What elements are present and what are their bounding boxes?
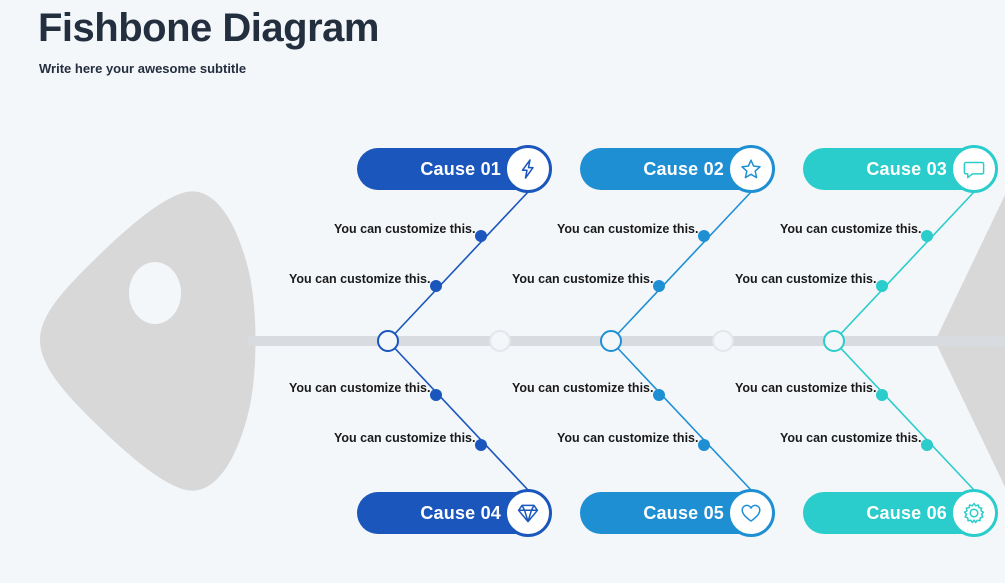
star-icon[interactable]: [727, 145, 775, 193]
gear-icon[interactable]: [950, 489, 998, 537]
branch-dot: [921, 230, 933, 242]
pill-label-cause-01: Cause 01: [420, 158, 501, 179]
sublabel-cause-05-1: You can customize this.: [512, 381, 654, 395]
spine-node-2[interactable]: [600, 330, 622, 352]
branch-dot: [698, 439, 710, 451]
pill-cause-05[interactable]: Cause 05: [580, 489, 775, 537]
pill-cause-01[interactable]: Cause 01: [357, 145, 552, 193]
pill-cause-04[interactable]: Cause 04: [357, 489, 552, 537]
heart-icon[interactable]: [727, 489, 775, 537]
branch-lines-group: [387, 191, 975, 491]
branch-dot: [475, 230, 487, 242]
sublabel-cause-05-2: You can customize this.: [557, 431, 699, 445]
fish-eye: [129, 262, 181, 324]
pill-label-cause-02: Cause 02: [643, 158, 724, 179]
spacer-nodes-group: [489, 330, 734, 352]
page-subtitle: Write here your awesome subtitle: [39, 61, 247, 76]
sublabel-cause-06-1: You can customize this.: [735, 381, 877, 395]
branch-dot: [653, 280, 665, 292]
pill-label-cause-03: Cause 03: [866, 158, 947, 179]
branch-dot: [653, 389, 665, 401]
sublabel-cause-06-2: You can customize this.: [780, 431, 922, 445]
spine-node-3[interactable]: [823, 330, 845, 352]
branch-dot: [430, 389, 442, 401]
fish-head: [40, 191, 256, 491]
pill-label-cause-06: Cause 06: [866, 502, 947, 523]
branch-dot: [430, 280, 442, 292]
branch-line-cause-05: [610, 340, 752, 491]
spine-node-1[interactable]: [377, 330, 399, 352]
pill-label-cause-05: Cause 05: [643, 502, 724, 523]
branch-nodes-group: [377, 330, 845, 352]
sublabel-cause-02-1: You can customize this.: [557, 222, 699, 236]
sublabel-cause-04-1: You can customize this.: [289, 381, 431, 395]
sublabel-cause-02-2: You can customize this.: [512, 272, 654, 286]
fish-spine: [248, 336, 1005, 346]
sublabel-cause-01-2: You can customize this.: [289, 272, 431, 286]
pill-label-cause-04: Cause 04: [420, 502, 501, 523]
pill-cause-06[interactable]: Cause 06: [803, 489, 998, 537]
sublabel-cause-04-2: You can customize this.: [334, 431, 476, 445]
page-title: Fishbone Diagram: [38, 6, 379, 50]
branch-dots-group: [430, 230, 933, 451]
lightning-bolt-icon[interactable]: [504, 145, 552, 193]
sublabel-cause-03-2: You can customize this.: [735, 272, 877, 286]
branch-line-cause-06: [833, 340, 975, 491]
branch-line-cause-01: [387, 191, 529, 342]
branch-dot: [698, 230, 710, 242]
branch-line-cause-04: [387, 340, 529, 491]
spine-spacer-node-1: [489, 330, 511, 352]
speech-bubble-icon[interactable]: [950, 145, 998, 193]
branch-dot: [921, 439, 933, 451]
sublabel-cause-03-1: You can customize this.: [780, 222, 922, 236]
branch-dot: [876, 280, 888, 292]
sublabel-cause-01-1: You can customize this.: [334, 222, 476, 236]
branch-line-cause-03: [833, 191, 975, 342]
branch-line-cause-02: [610, 191, 752, 342]
diamond-icon[interactable]: [504, 489, 552, 537]
branch-dot: [475, 439, 487, 451]
pill-cause-02[interactable]: Cause 02: [580, 145, 775, 193]
pill-cause-03[interactable]: Cause 03: [803, 145, 998, 193]
branch-dot: [876, 389, 888, 401]
spine-spacer-node-2: [712, 330, 734, 352]
